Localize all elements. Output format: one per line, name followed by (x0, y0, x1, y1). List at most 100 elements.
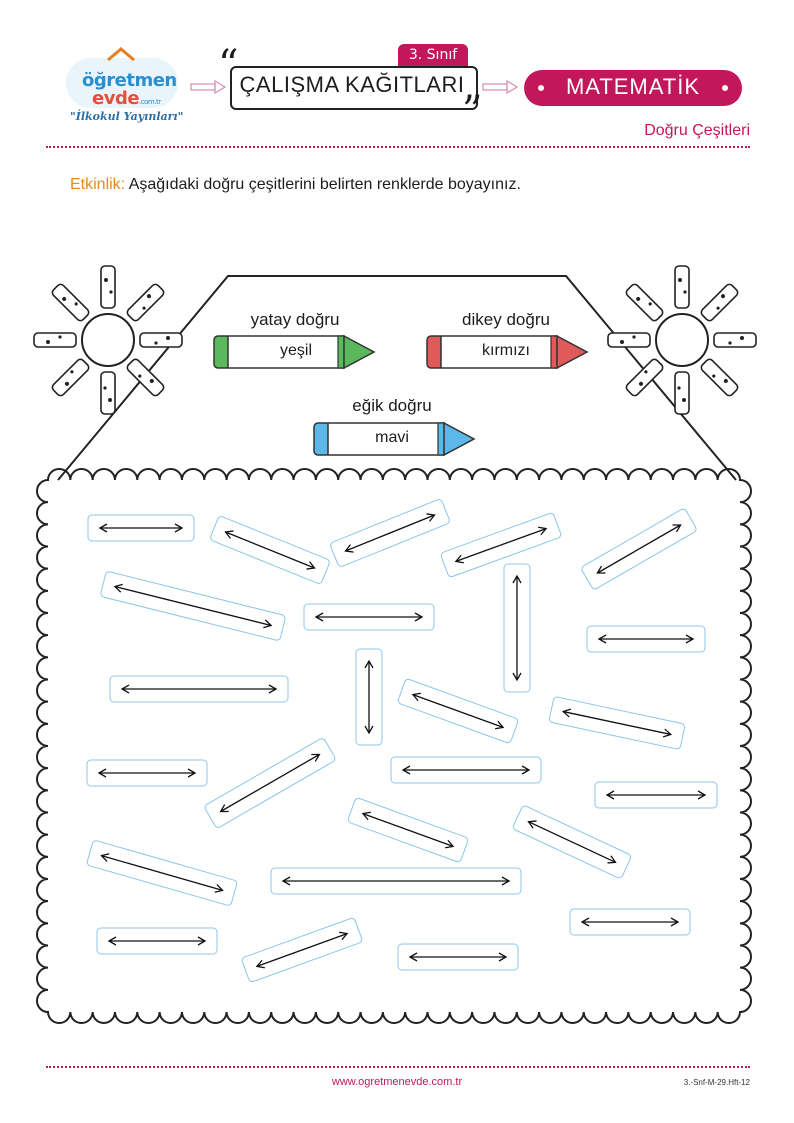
line-segment-card (569, 908, 691, 936)
title-frame (230, 66, 478, 110)
house-roof-icon (107, 47, 135, 62)
publisher-logo: öğretmen evde.com.tr "İlkokul Yayınları" (66, 46, 186, 126)
legend-color-oblique: mavi (375, 429, 409, 446)
arrowhead-right-icon (670, 917, 680, 927)
bullet-icon (722, 85, 728, 91)
line-segment-card (330, 499, 450, 567)
arrowhead-left-icon (408, 952, 418, 962)
double-arrow-line (114, 585, 272, 627)
arrowhead-left-icon (561, 708, 572, 718)
line-segment-card (397, 943, 519, 971)
line-segment-card (397, 678, 519, 744)
arrowhead-left-icon (454, 554, 464, 564)
arrowhead-left-icon (281, 876, 291, 886)
line-segment-card (549, 696, 685, 750)
header-divider (46, 146, 750, 148)
activity-instruction: Etkinlik: Aşağıdaki doğru çeşitlerini be… (70, 176, 521, 194)
arrowhead-left-icon (364, 659, 374, 669)
subject-badge (524, 70, 742, 106)
arrowhead-left-icon (512, 574, 522, 584)
double-arrow-line (412, 693, 504, 729)
arrowhead-right-icon (521, 765, 531, 775)
arrowhead-left-icon (361, 811, 371, 821)
line-segment-card (581, 508, 697, 590)
footer-divider (46, 1066, 750, 1068)
logo-word-evde: evde.com.tr (92, 88, 161, 109)
line-segment-card (503, 563, 531, 693)
double-arrow-line (362, 812, 454, 848)
arrowhead-left-icon (107, 936, 117, 946)
double-arrow-line (256, 932, 348, 968)
arrowhead-left-icon (344, 544, 354, 553)
arrowhead-right-icon (414, 612, 424, 622)
double-arrow-line (597, 524, 681, 574)
crayon-icon (426, 334, 589, 370)
arrowhead-left-icon (97, 768, 107, 778)
arrowhead-left-icon (314, 612, 324, 622)
logo-word-ogretmen: öğretmen (82, 70, 177, 91)
double-arrow-line (101, 855, 223, 891)
line-segment-card (86, 840, 238, 906)
line-segment-card (204, 738, 336, 828)
arrowhead-right-icon (672, 524, 682, 533)
arrowhead-right-icon (197, 936, 207, 946)
line-segment-card (241, 917, 363, 983)
activity-label: Etkinlik: (70, 176, 126, 193)
sun-ray (607, 332, 651, 348)
sun-ray (139, 332, 183, 348)
line-segment-card (586, 625, 706, 653)
sun-ray (100, 265, 116, 309)
sun-ray (700, 358, 739, 397)
grade-tag: 3. Sınıf (398, 44, 468, 66)
topic-label: Doğru Çeşitleri (644, 122, 750, 139)
line-segment-card (210, 516, 330, 584)
arrowhead-right-icon (662, 728, 673, 738)
sun-ray (51, 358, 90, 397)
line-segment-card (87, 514, 195, 542)
close-quote: ” (462, 88, 483, 134)
sun-icon (33, 265, 183, 415)
double-arrow-line (220, 753, 320, 813)
line-segment-card (86, 759, 208, 787)
worksheet-title: ÇALIŞMA KAĞITLARI (239, 72, 465, 97)
decorative-arrow-icon (190, 80, 226, 94)
line-segment-card (303, 603, 435, 631)
line-segment-card (594, 781, 718, 809)
line-segment-card (100, 571, 286, 641)
arrowhead-left-icon (580, 917, 590, 927)
double-arrow-line (455, 527, 547, 563)
arrowhead-right-icon (339, 931, 349, 941)
line-segment-card (270, 867, 522, 895)
decorative-arrow-icon (482, 80, 518, 94)
line-segment-card (512, 805, 632, 879)
line-segment-card (440, 512, 562, 578)
arrowhead-left-icon (98, 523, 108, 533)
arrowhead-right-icon (306, 561, 316, 570)
arrowhead-right-icon (174, 523, 184, 533)
sun-ray (51, 283, 90, 322)
double-arrow-line (345, 514, 435, 552)
arrowhead-right-icon (512, 672, 522, 682)
line-segment-card (109, 675, 289, 703)
double-arrow-line (528, 821, 616, 863)
double-arrow-line (563, 710, 671, 736)
arrowhead-right-icon (538, 526, 548, 536)
sun-ray (33, 332, 77, 348)
arrowhead-right-icon (498, 952, 508, 962)
arrowhead-right-icon (495, 720, 505, 730)
arrowhead-right-icon (364, 725, 374, 735)
arrowhead-right-icon (426, 513, 436, 522)
arrowhead-right-icon (607, 855, 617, 864)
sun-icon (607, 265, 757, 415)
line-segment-card (355, 648, 383, 746)
arrowhead-left-icon (219, 804, 229, 813)
line-segment-card (96, 927, 218, 955)
sun-ray (674, 371, 690, 415)
sun-ray (126, 283, 165, 322)
arrowhead-right-icon (268, 684, 278, 694)
arrowhead-left-icon (596, 565, 606, 574)
sun-ray (625, 283, 664, 322)
arrowhead-right-icon (697, 790, 707, 800)
arrowhead-right-icon (501, 876, 511, 886)
